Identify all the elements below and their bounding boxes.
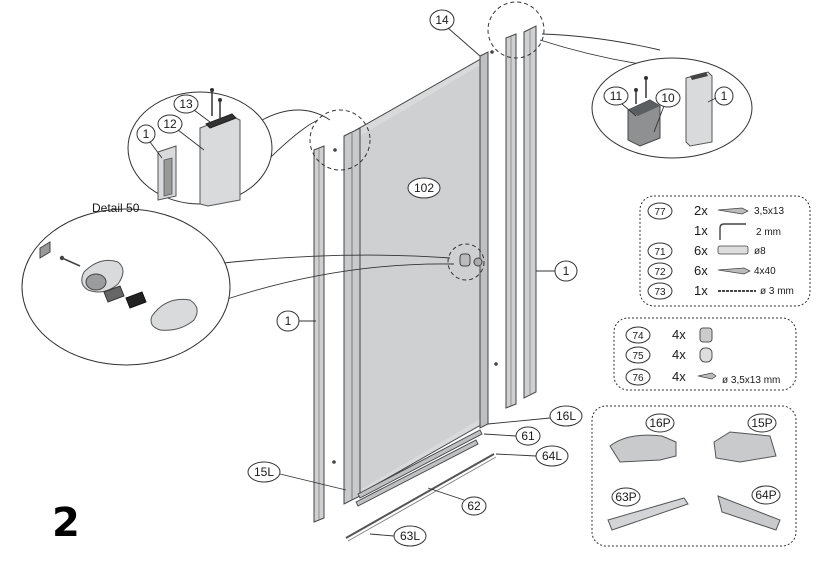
part-label-64P: 64P xyxy=(755,488,776,502)
callout-62: 62 xyxy=(467,499,481,513)
hw-ref-77: 77 xyxy=(654,207,666,218)
seal-63L-strip xyxy=(345,453,497,542)
hw-qty-73: 1x xyxy=(694,283,708,298)
callout-61: 61 xyxy=(521,429,535,443)
door-handle xyxy=(459,253,483,267)
detail-title: Detail 50 xyxy=(92,201,140,215)
hw-qty-key: 1x xyxy=(694,223,708,238)
callout-1-mid: 1 xyxy=(563,264,570,278)
step-number: 2 xyxy=(52,500,80,546)
cap-qty-74: 4x xyxy=(672,327,686,342)
door-edge-profile xyxy=(343,127,361,505)
wall-profile-right xyxy=(505,25,537,409)
hw-spec-72: 4x40 xyxy=(754,266,776,277)
hw-spec-71: ø8 xyxy=(754,246,766,257)
hw-qty-77: 2x xyxy=(694,203,708,218)
hw-spec-73: ø 3 mm xyxy=(760,286,794,297)
hw-qty-72: 6x xyxy=(694,263,708,278)
wall-screws xyxy=(332,50,498,464)
glass-door-panel xyxy=(355,55,487,497)
hw-ref-72: 72 xyxy=(654,267,666,278)
cap-spec-76: ø 3,5x13 mm xyxy=(722,375,780,386)
detail-circle-topright xyxy=(487,1,545,59)
hw-spec-key: 2 mm xyxy=(756,227,781,238)
hw-spec-77: 3,5x13 xyxy=(754,206,784,217)
caps-list-box: 74 4x 75 4x 76 4x ø 3,5x13 mm xyxy=(613,317,797,391)
wall-profile-left xyxy=(313,145,325,523)
hw-ref-71: 71 xyxy=(654,247,666,258)
callout-16L: 16L xyxy=(556,409,576,423)
callout-12: 12 xyxy=(163,117,177,131)
callout-15L: 15L xyxy=(254,465,274,479)
detail-circle-topleft xyxy=(309,109,371,171)
callout-1-detail: 1 xyxy=(143,127,150,141)
cap-ref-75: 75 xyxy=(632,351,644,362)
callout-1-topright: 1 xyxy=(721,89,728,103)
callout-63L: 63L xyxy=(400,529,420,543)
detail-bubble-top-left xyxy=(127,88,331,207)
hardware-list-box: 77 2x 3,5x13 1x 2 mm 71 6x ø8 72 6x 4x40… xyxy=(639,195,811,307)
detail-bubble-top-right xyxy=(539,33,753,159)
bottom-seals xyxy=(355,429,483,507)
callout-13: 13 xyxy=(179,97,193,111)
callout-64L: 64L xyxy=(542,449,562,463)
hw-qty-71: 6x xyxy=(694,243,708,258)
part-label-63P: 63P xyxy=(615,490,636,504)
detail-bubble-handle xyxy=(21,208,455,366)
seal-parts-box: 16P 15P 63P 64P xyxy=(591,405,797,547)
detail-circle-handle xyxy=(447,243,485,281)
callout-102: 102 xyxy=(414,181,434,195)
part-label-16P: 16P xyxy=(649,416,670,430)
part-label-15P: 15P xyxy=(751,416,772,430)
cap-ref-76: 76 xyxy=(632,373,644,384)
callout-14: 14 xyxy=(435,13,449,27)
cap-qty-76: 4x xyxy=(672,369,686,384)
cap-ref-74: 74 xyxy=(632,331,644,342)
callout-11: 11 xyxy=(610,89,623,103)
hw-ref-73: 73 xyxy=(654,287,666,298)
callouts: 14 13 12 1 11 10 1 102 1 1 xyxy=(136,9,734,547)
cap-qty-75: 4x xyxy=(672,347,686,362)
callout-10: 10 xyxy=(661,91,675,105)
callout-1-left: 1 xyxy=(285,314,292,328)
hinge-profile-14 xyxy=(479,51,489,429)
